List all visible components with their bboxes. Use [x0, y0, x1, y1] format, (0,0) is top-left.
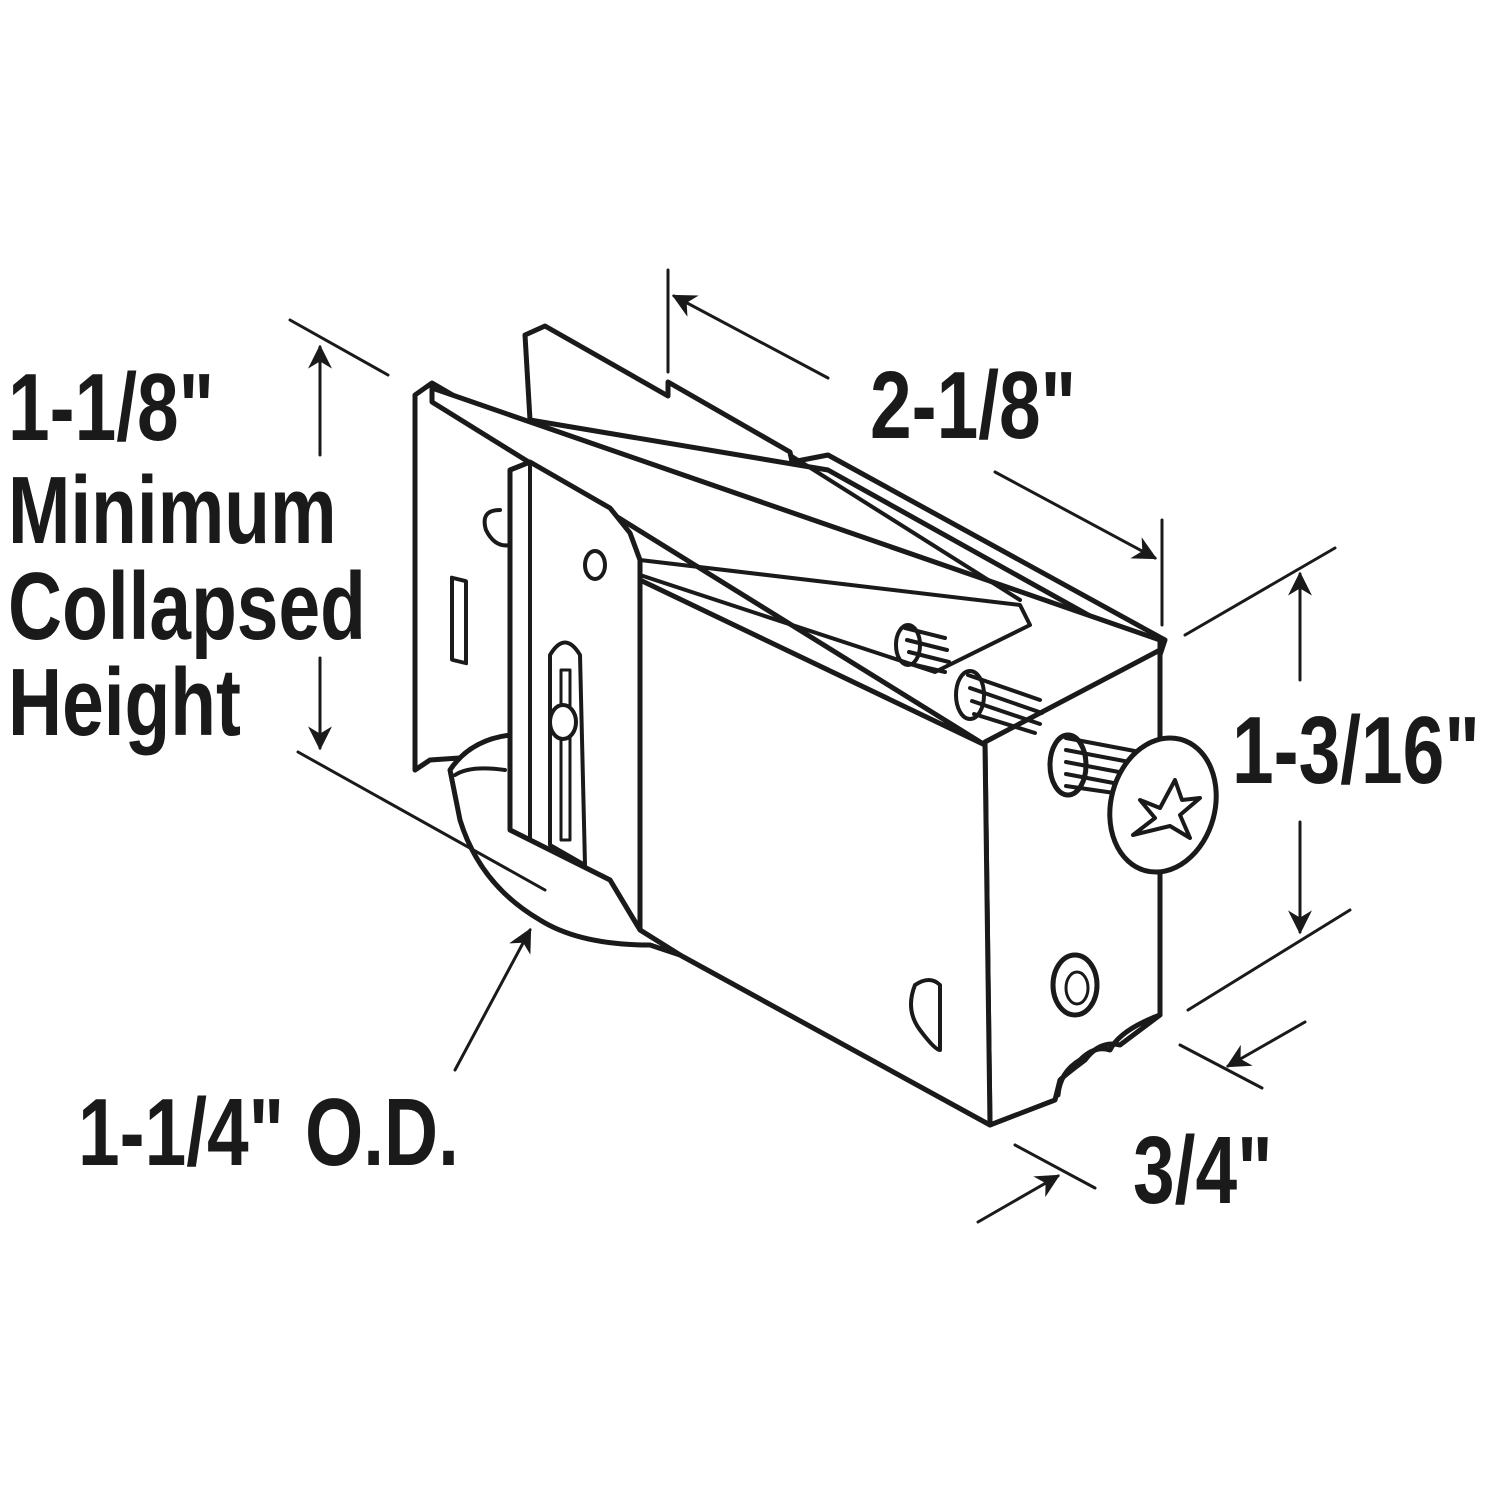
min-collapsed-height-value: 1-1/8": [8, 354, 215, 461]
caption-line-3: Height: [8, 649, 241, 756]
caption-line-2: Collapsed: [8, 553, 366, 660]
caption-line-1: Minimum: [8, 457, 337, 564]
dimension-lines: [288, 268, 1352, 1224]
min-collapsed-height-caption: Minimum Collapsed Height: [8, 463, 366, 751]
height-value: 1-3/16": [1232, 697, 1480, 804]
wheel-diameter-value: 1-1/4" O.D.: [78, 1079, 459, 1186]
width-value: 3/4": [1133, 1117, 1273, 1224]
roller-wheel: [447, 732, 683, 958]
length-value: 2-1/8": [870, 352, 1077, 459]
adjustment-screw: [1047, 732, 1219, 875]
adjustment-springs: [894, 623, 1044, 735]
roller-housing: [412, 323, 1168, 1128]
